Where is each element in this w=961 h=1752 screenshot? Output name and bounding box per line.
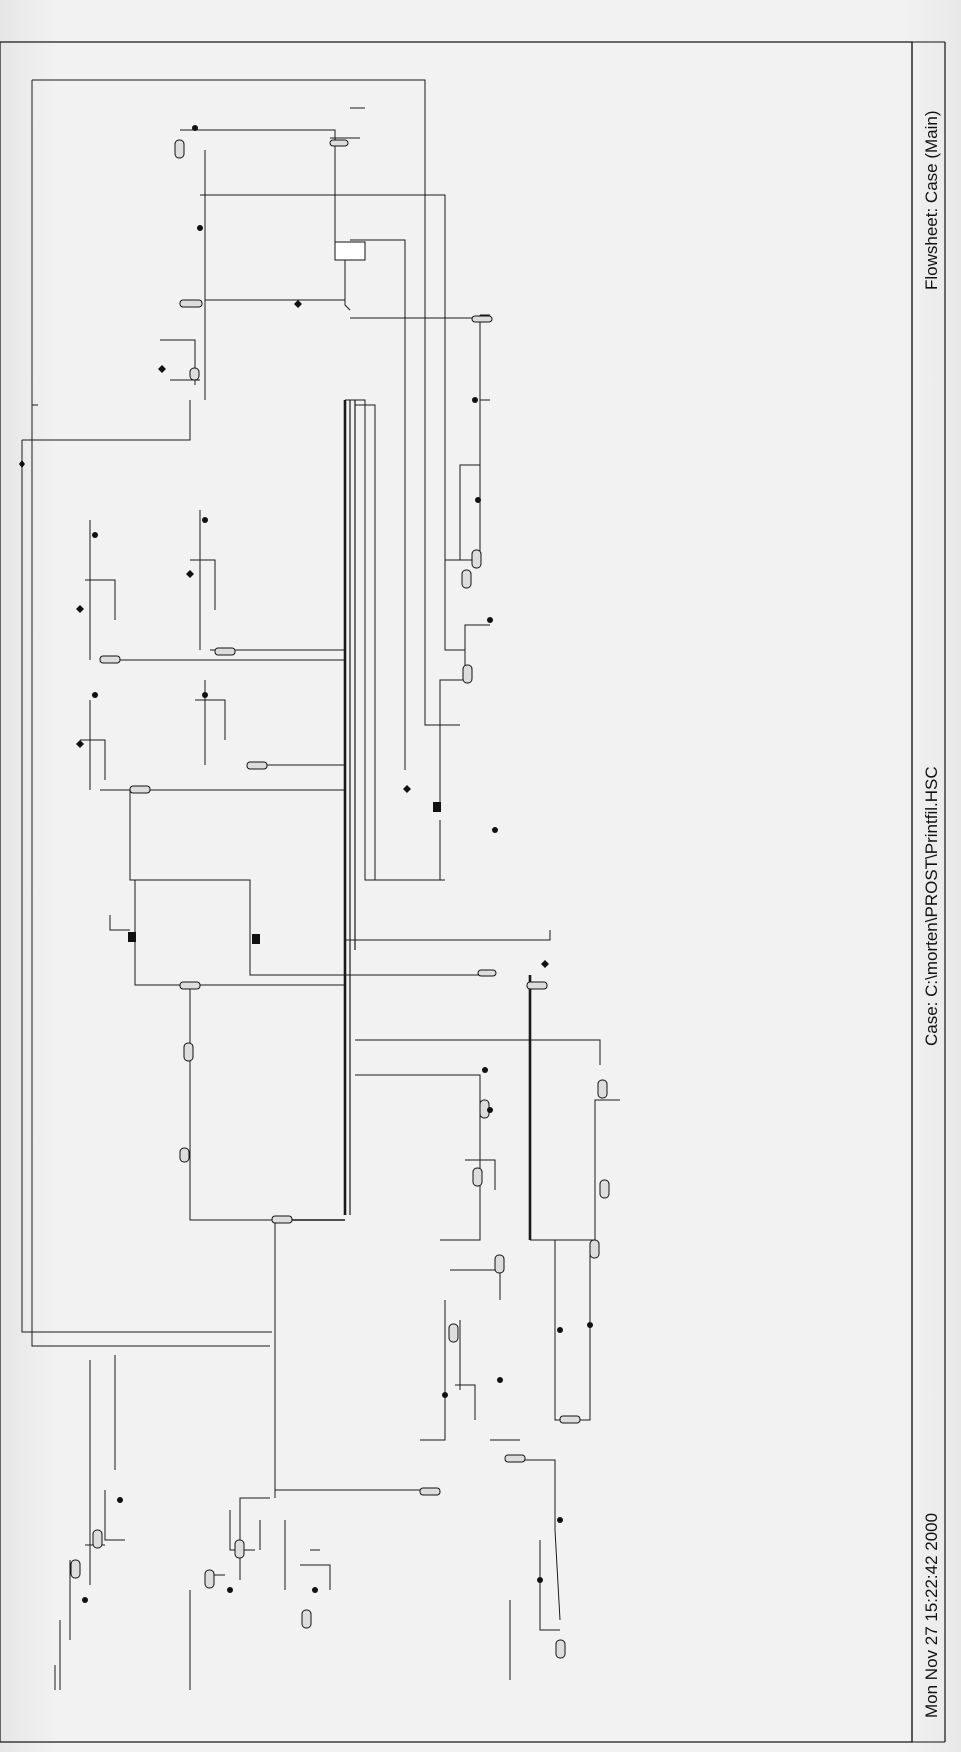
pump-symbols <box>128 802 441 944</box>
footer-flowsheet-name: Flowsheet: Case (Main) <box>922 110 941 290</box>
footer-case-path: Case: C:\morten\PROST\Printfil.HSC <box>922 766 941 1046</box>
recycle-stream-outer <box>21 440 272 1333</box>
recycle-stream-left <box>31 80 270 1347</box>
equipment-symbols <box>70 139 610 1659</box>
flowsheet-streams <box>19 79 620 1690</box>
footer-date: Mon Nov 27 15:22:42 2000 <box>922 1512 941 1718</box>
drawing-border <box>0 41 913 1743</box>
recycle-stream-top <box>32 79 460 726</box>
valve-symbols <box>19 300 549 968</box>
